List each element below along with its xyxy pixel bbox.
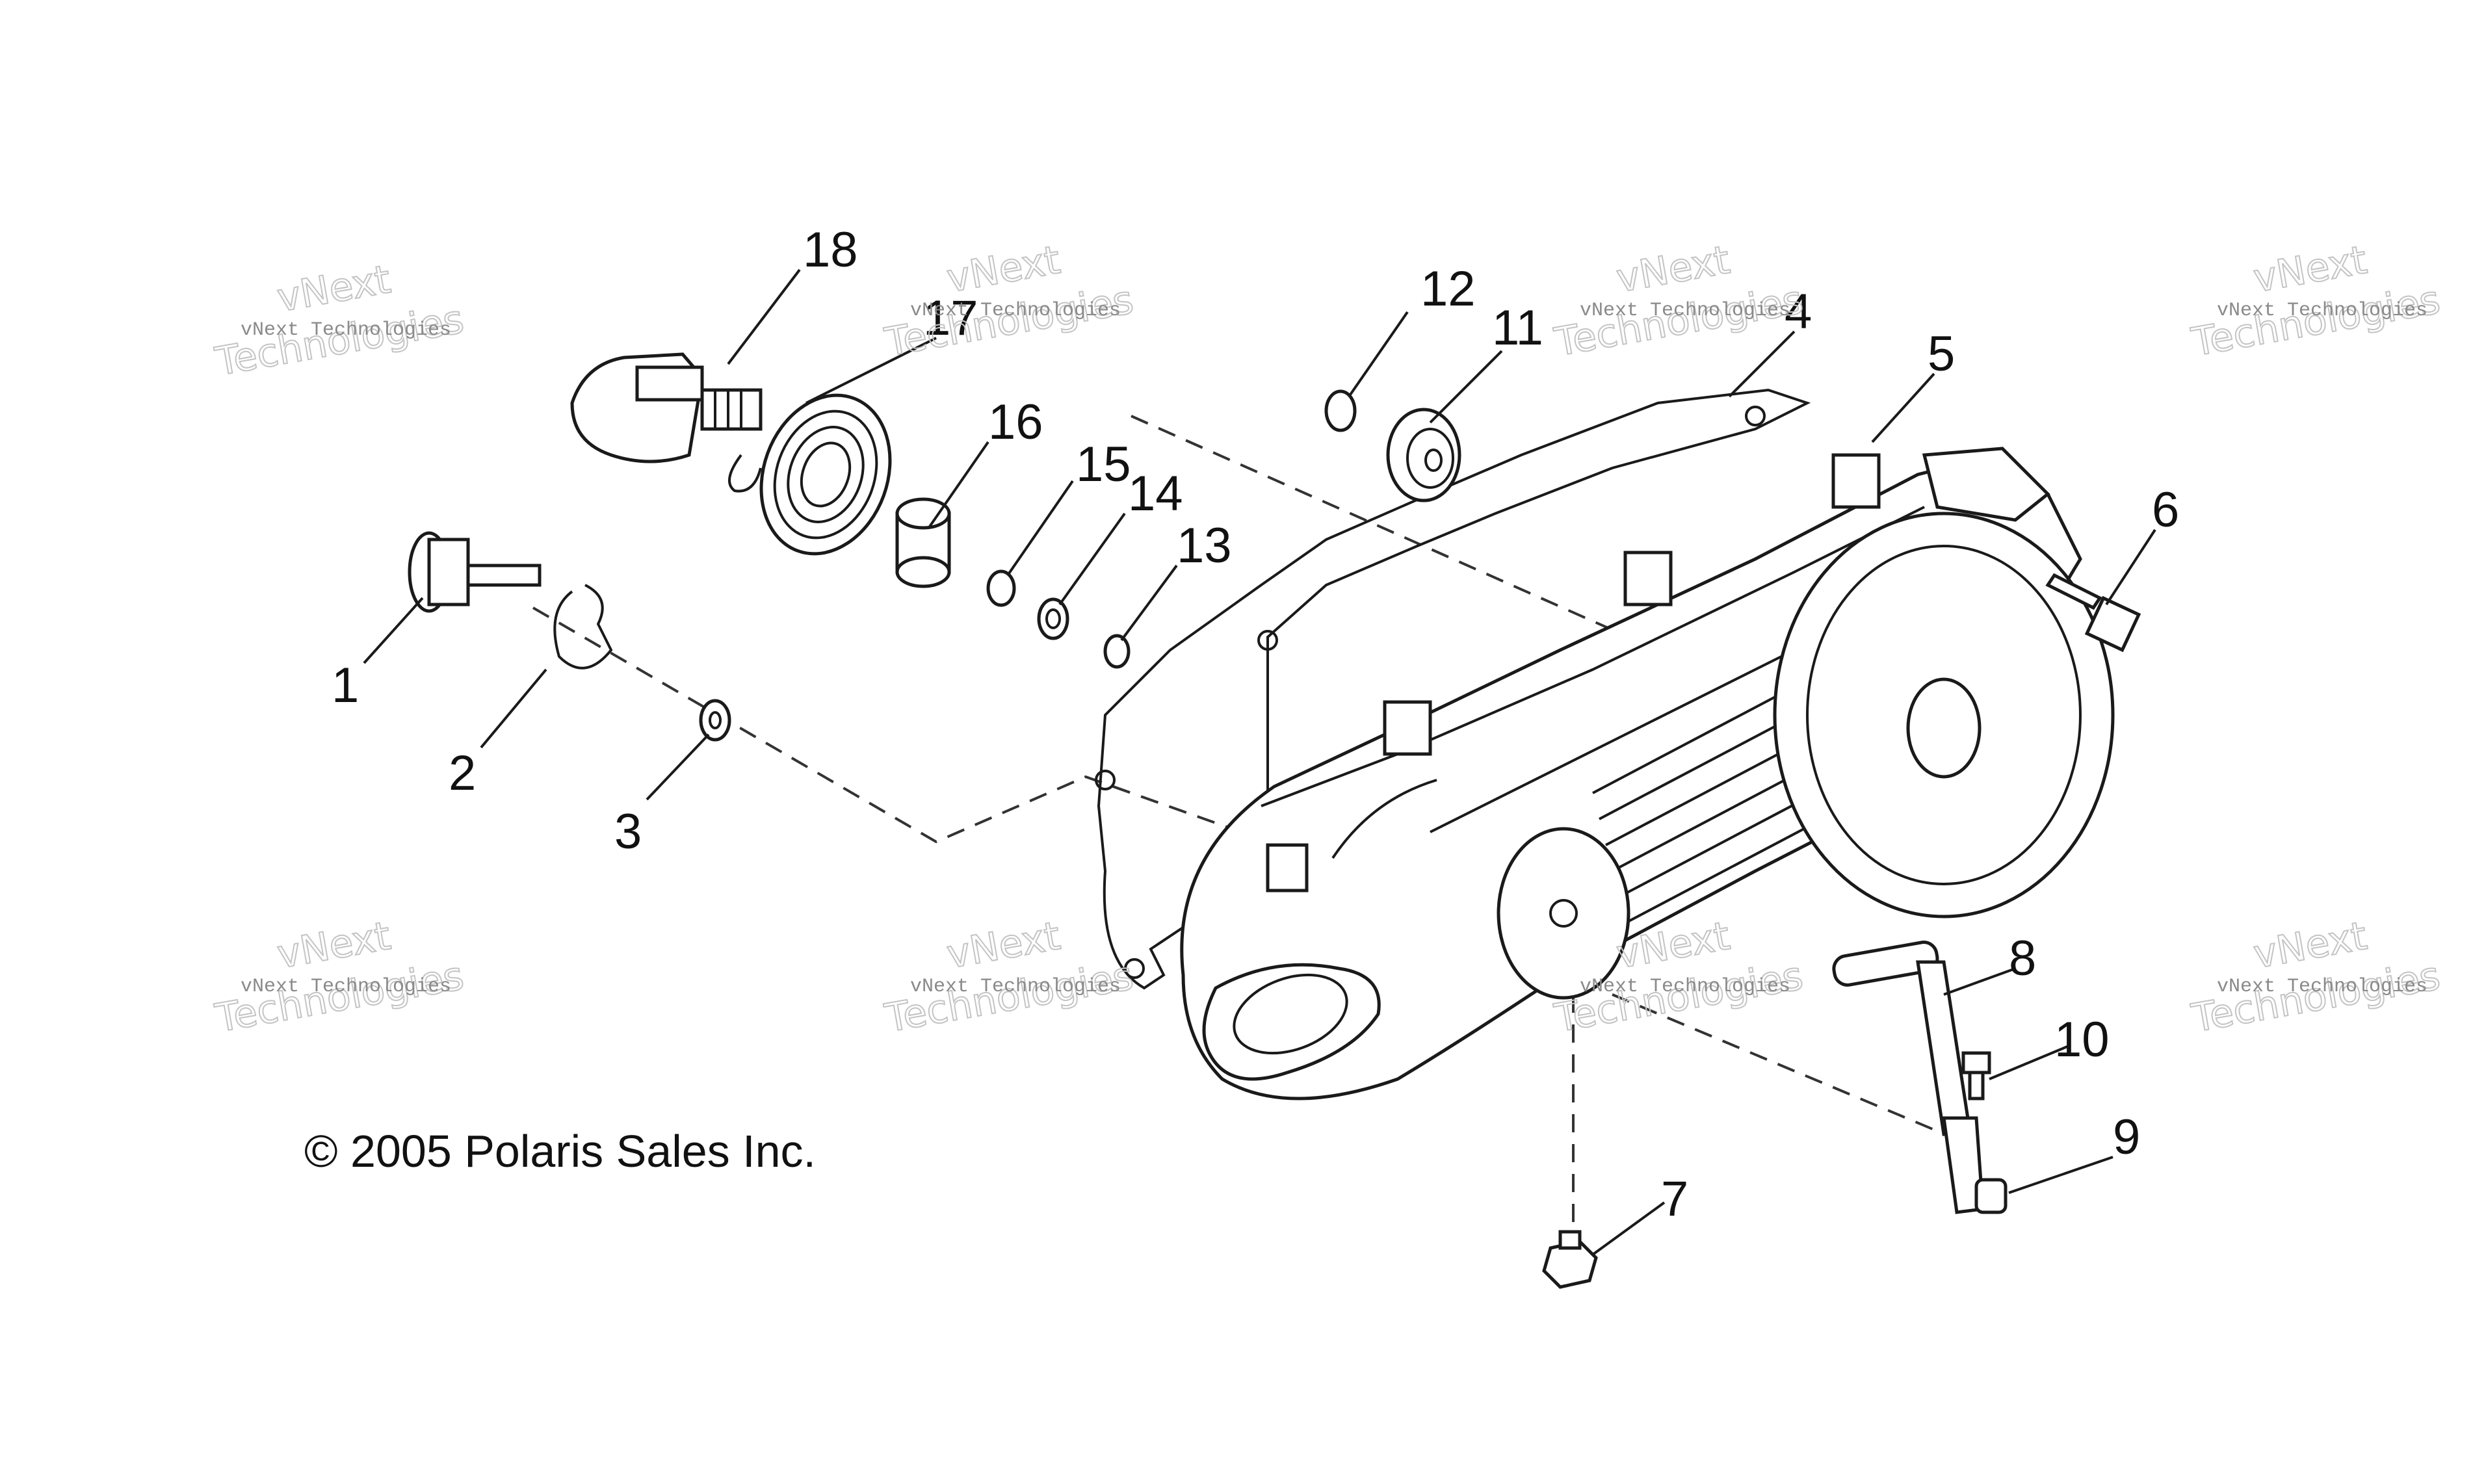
part-6-bolt (2045, 573, 2141, 653)
svg-text:vNext Technologies: vNext Technologies (2217, 976, 2427, 998)
callout-5: 5 (1928, 326, 1955, 382)
part-14-washer (1037, 597, 1069, 640)
watermark: Technologies vNext vNext Technologies (1550, 237, 1807, 366)
part-1-starter-drive (408, 531, 542, 613)
cover-boss (1266, 843, 1309, 892)
part-7-nut (1542, 1230, 1598, 1289)
part-15-washer (986, 569, 1016, 607)
cover-boss (1383, 700, 1432, 756)
gasket-outline (1097, 388, 1811, 990)
watermark: Technologies vNext vNext Technologies (2188, 913, 2444, 1042)
callout-9: 9 (2113, 1110, 2140, 1165)
cover-boss (1831, 453, 1881, 509)
part-10-bolt (1961, 1051, 1991, 1100)
callout-18: 18 (803, 222, 858, 278)
callout-17: 17 (923, 291, 978, 346)
part-17-spring (759, 393, 892, 556)
watermark: Technologies vNext vNext Technologies (881, 237, 1138, 366)
callout-3: 3 (614, 804, 642, 859)
part-11-bearing (1386, 408, 1461, 502)
callout-16: 16 (988, 395, 1043, 450)
callout-8: 8 (2009, 931, 2036, 986)
watermark: Technologies vNext vNext Technologies (881, 913, 1138, 1042)
callout-2: 2 (449, 746, 476, 801)
callout-14: 14 (1128, 466, 1183, 521)
part-12-seal (1324, 389, 1357, 432)
watermark: Technologies vNext vNext Technologies (2188, 237, 2444, 366)
callout-13: 13 (1177, 518, 1232, 573)
callout-6: 6 (2152, 482, 2179, 538)
svg-text:vNext Technologies: vNext Technologies (910, 300, 1121, 322)
svg-text:vNext Technologies: vNext Technologies (1580, 300, 1790, 322)
part-16-bushing (895, 497, 951, 588)
gasket-hole (1257, 630, 1278, 651)
part-8-kick-lever (1832, 941, 1985, 1214)
gasket-hole (1745, 406, 1766, 426)
assembly-lines (532, 415, 1938, 1235)
part-3-washer (699, 699, 731, 742)
gasket-hole (1095, 770, 1116, 790)
drive-face (1497, 827, 1630, 1000)
svg-text:vNext Technologies: vNext Technologies (241, 976, 451, 998)
watermark: Technologies vNext vNext Technologies (211, 256, 468, 385)
callout-4: 4 (1785, 284, 1812, 339)
assembly-line-left (532, 606, 1333, 866)
svg-text:vNext Technologies: vNext Technologies (2217, 300, 2427, 322)
svg-text:vNext Technologies: vNext Technologies (241, 319, 451, 341)
part-9-cap (1974, 1178, 2008, 1214)
svg-text:vNext Technologies: vNext Technologies (910, 976, 1121, 998)
svg-text:vNext Technologies: vNext Technologies (1580, 976, 1790, 998)
copyright-text: © 2005 Polaris Sales Inc. (304, 1126, 816, 1177)
cover-boss (1623, 551, 1673, 606)
callout-1: 1 (332, 658, 359, 713)
air-duct (1202, 963, 1381, 1081)
callout-12: 12 (1420, 261, 1476, 317)
cover-bracket (1922, 447, 2050, 522)
gasket-hole (1124, 958, 1145, 979)
assembly-line-center (1131, 415, 1658, 651)
callout-11: 11 (1492, 300, 1543, 356)
part-13-ring (1103, 634, 1131, 669)
callout-10: 10 (2054, 1012, 2110, 1067)
callouts: 1 2 3 4 5 6 7 8 9 10 11 12 13 14 15 16 1… (332, 222, 2179, 1227)
callout-7: 7 (1661, 1171, 1688, 1227)
callout-15: 15 (1076, 437, 1131, 492)
part-2-clip (553, 584, 613, 670)
leader-lines (363, 268, 2156, 1256)
part-18-kickstart-shaft (570, 352, 763, 493)
cvt-cover (1180, 447, 2115, 1100)
watermark: Technologies vNext vNext Technologies (211, 913, 468, 1042)
